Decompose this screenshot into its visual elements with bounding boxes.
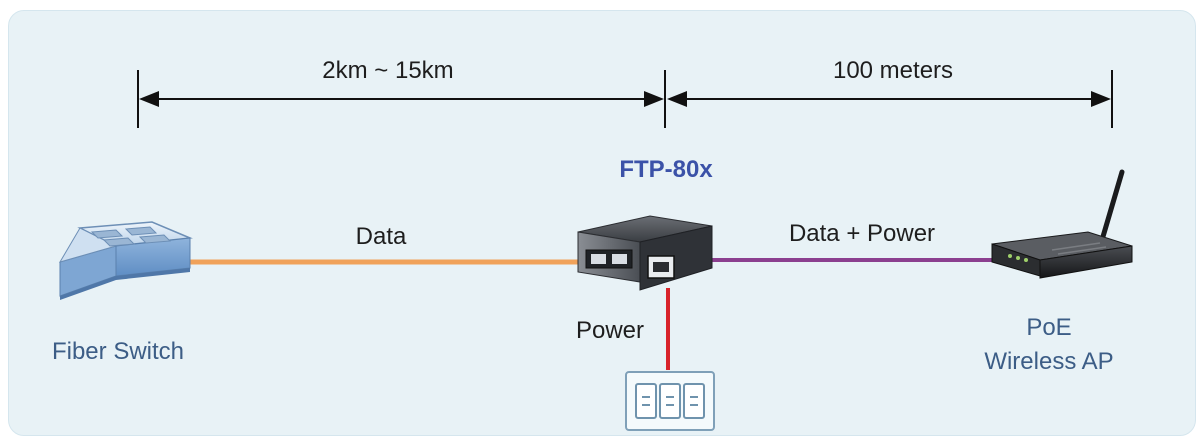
media-converter-icon bbox=[577, 215, 713, 291]
antenna-icon bbox=[1099, 169, 1125, 243]
fiber-link-label: Data bbox=[356, 223, 407, 250]
ap-label-line1: PoE bbox=[1026, 314, 1071, 341]
copper-span-arrow-right bbox=[1091, 91, 1111, 107]
ap-label-line2: Wireless AP bbox=[984, 348, 1113, 375]
diagram-panel bbox=[8, 10, 1196, 436]
fiber-switch-icon bbox=[58, 221, 193, 300]
fiber-span-arrow-right bbox=[644, 91, 664, 107]
media-converter-title: FTP-80x bbox=[619, 156, 713, 183]
distance-markers: 2km ~ 15km 100 meters bbox=[137, 57, 1113, 128]
power-link-label: Power bbox=[576, 317, 644, 344]
copper-span-arrow-left bbox=[667, 91, 687, 107]
copper-distance-label: 100 meters bbox=[833, 57, 953, 84]
power-outlet-icon bbox=[625, 371, 715, 431]
fiber-span-arrow-left bbox=[139, 91, 159, 107]
fiber-switch-label: Fiber Switch bbox=[52, 338, 184, 365]
wireless-ap-icon bbox=[991, 169, 1133, 279]
fiber-distance-label: 2km ~ 15km bbox=[322, 57, 453, 84]
poe-link-label: Data + Power bbox=[789, 220, 935, 247]
